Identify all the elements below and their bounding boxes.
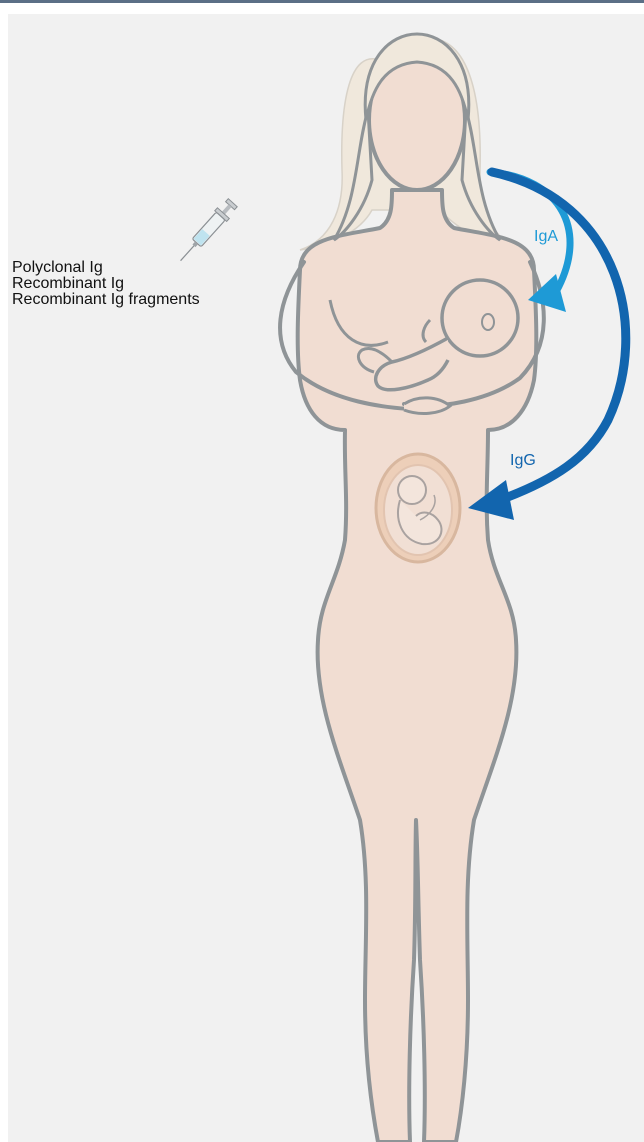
administration-label-list: Polyclonal Ig Recombinant Ig Recombinant… [12, 260, 200, 308]
fetus-head [398, 476, 426, 504]
syringe-icon [175, 197, 239, 266]
label-polyclonal-ig: Polyclonal Ig [12, 260, 200, 276]
label-recombinant-ig-fragments: Recombinant Ig fragments [12, 292, 200, 308]
igg-label: IgG [510, 452, 536, 470]
infant-head [442, 280, 518, 356]
hand [404, 398, 450, 414]
iga-label: IgA [534, 228, 558, 246]
label-recombinant-ig: Recombinant Ig [12, 276, 200, 292]
